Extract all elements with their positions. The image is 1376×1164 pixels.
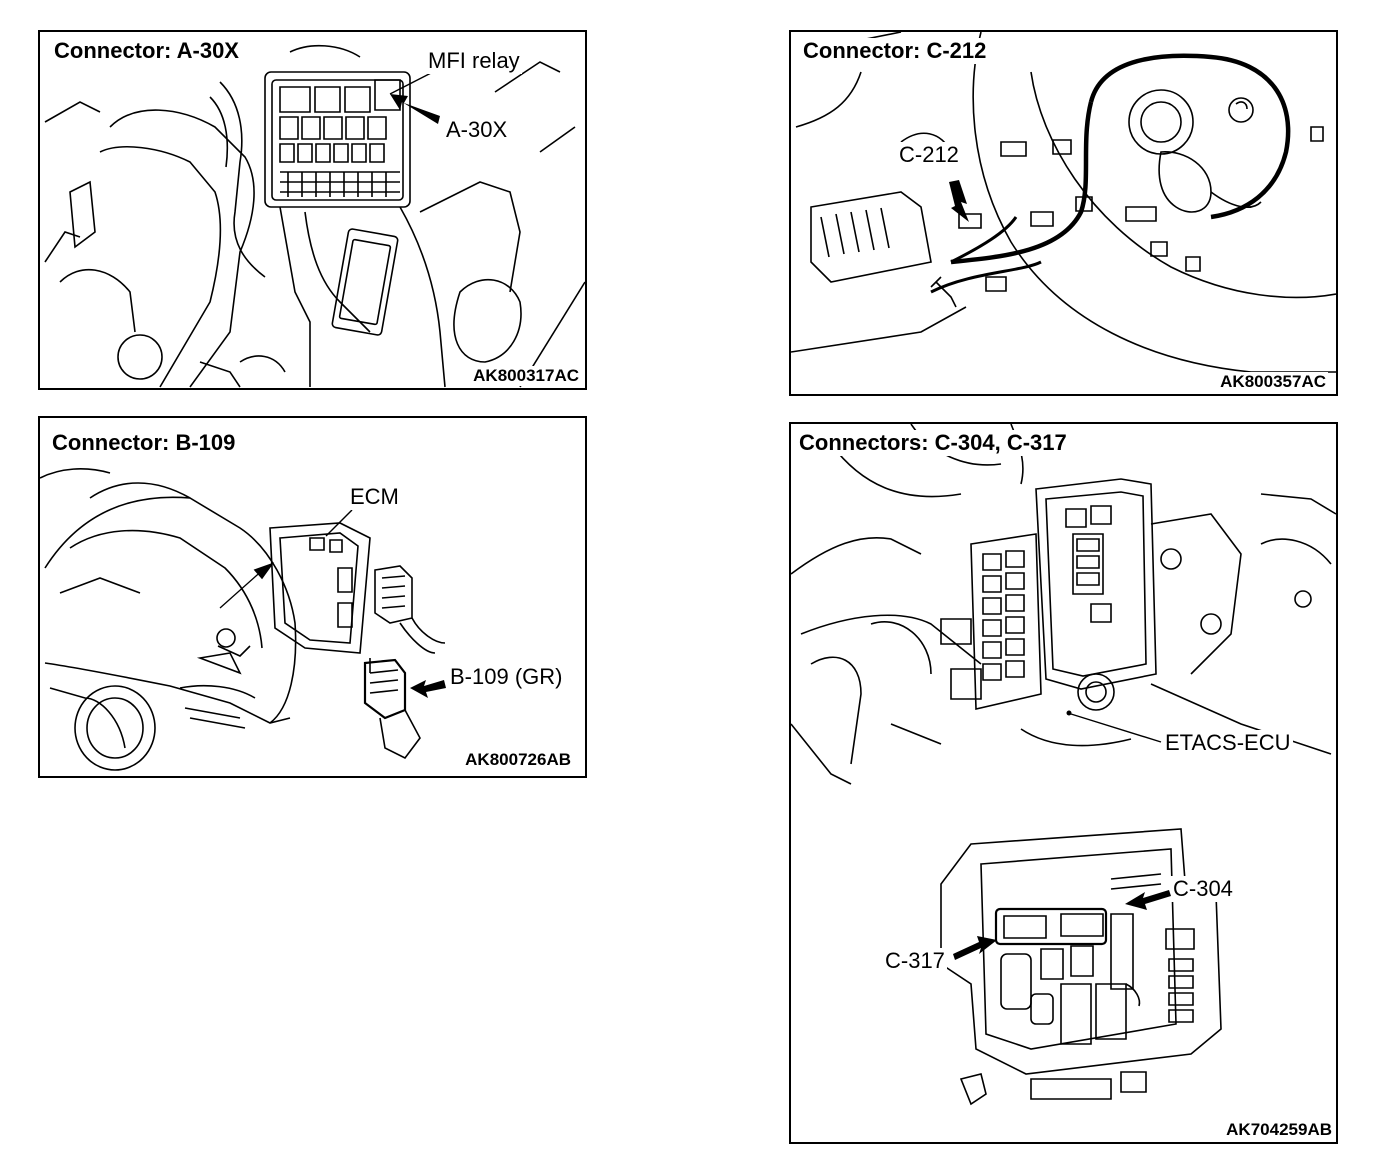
panel-connector-a30x: Connector: A-30X MFI relay A-30X AK80031… xyxy=(38,30,587,390)
callout-c304: C-304 xyxy=(1171,876,1235,902)
pointer-arrow-icon xyxy=(325,509,446,698)
panel-title: Connector: B-109 xyxy=(52,430,240,456)
callout-mfi-relay: MFI relay xyxy=(426,48,522,74)
figure-code: AK800317AC xyxy=(471,366,581,386)
pointer-arrow-icon xyxy=(949,180,969,222)
panel-connectors-c304-c317: Connectors: C-304, C-317 ETACS-ECU C-304… xyxy=(789,422,1338,1144)
panel-title: Connectors: C-304, C-317 xyxy=(799,430,1071,456)
figure-code: AK800726AB xyxy=(463,750,573,770)
vehicle-ecm-illustration xyxy=(40,418,585,776)
pointer-arrow-icon xyxy=(389,71,440,124)
engine-bay-illustration xyxy=(40,32,585,388)
figure-code: AK800357AC xyxy=(1218,372,1328,392)
callout-etacs-ecu: ETACS-ECU xyxy=(1163,730,1293,756)
panel-connector-c212: Connector: C-212 C-212 AK800357AC xyxy=(789,30,1338,396)
callout-ecm: ECM xyxy=(348,484,401,510)
callout-c212: C-212 xyxy=(897,142,961,168)
pointer-arrow-icon xyxy=(953,710,1171,960)
figure-code: AK704259AB xyxy=(1224,1120,1334,1140)
callout-a30x: A-30X xyxy=(444,117,510,143)
panel-connector-b109: Connector: B-109 ECM B-109 (GR) AK800726… xyxy=(38,416,587,778)
callout-b109: B-109 (GR) xyxy=(448,664,565,690)
callout-c317: C-317 xyxy=(883,948,947,974)
panel-title: Connector: A-30X xyxy=(54,38,243,64)
panel-title: Connector: C-212 xyxy=(803,38,991,64)
